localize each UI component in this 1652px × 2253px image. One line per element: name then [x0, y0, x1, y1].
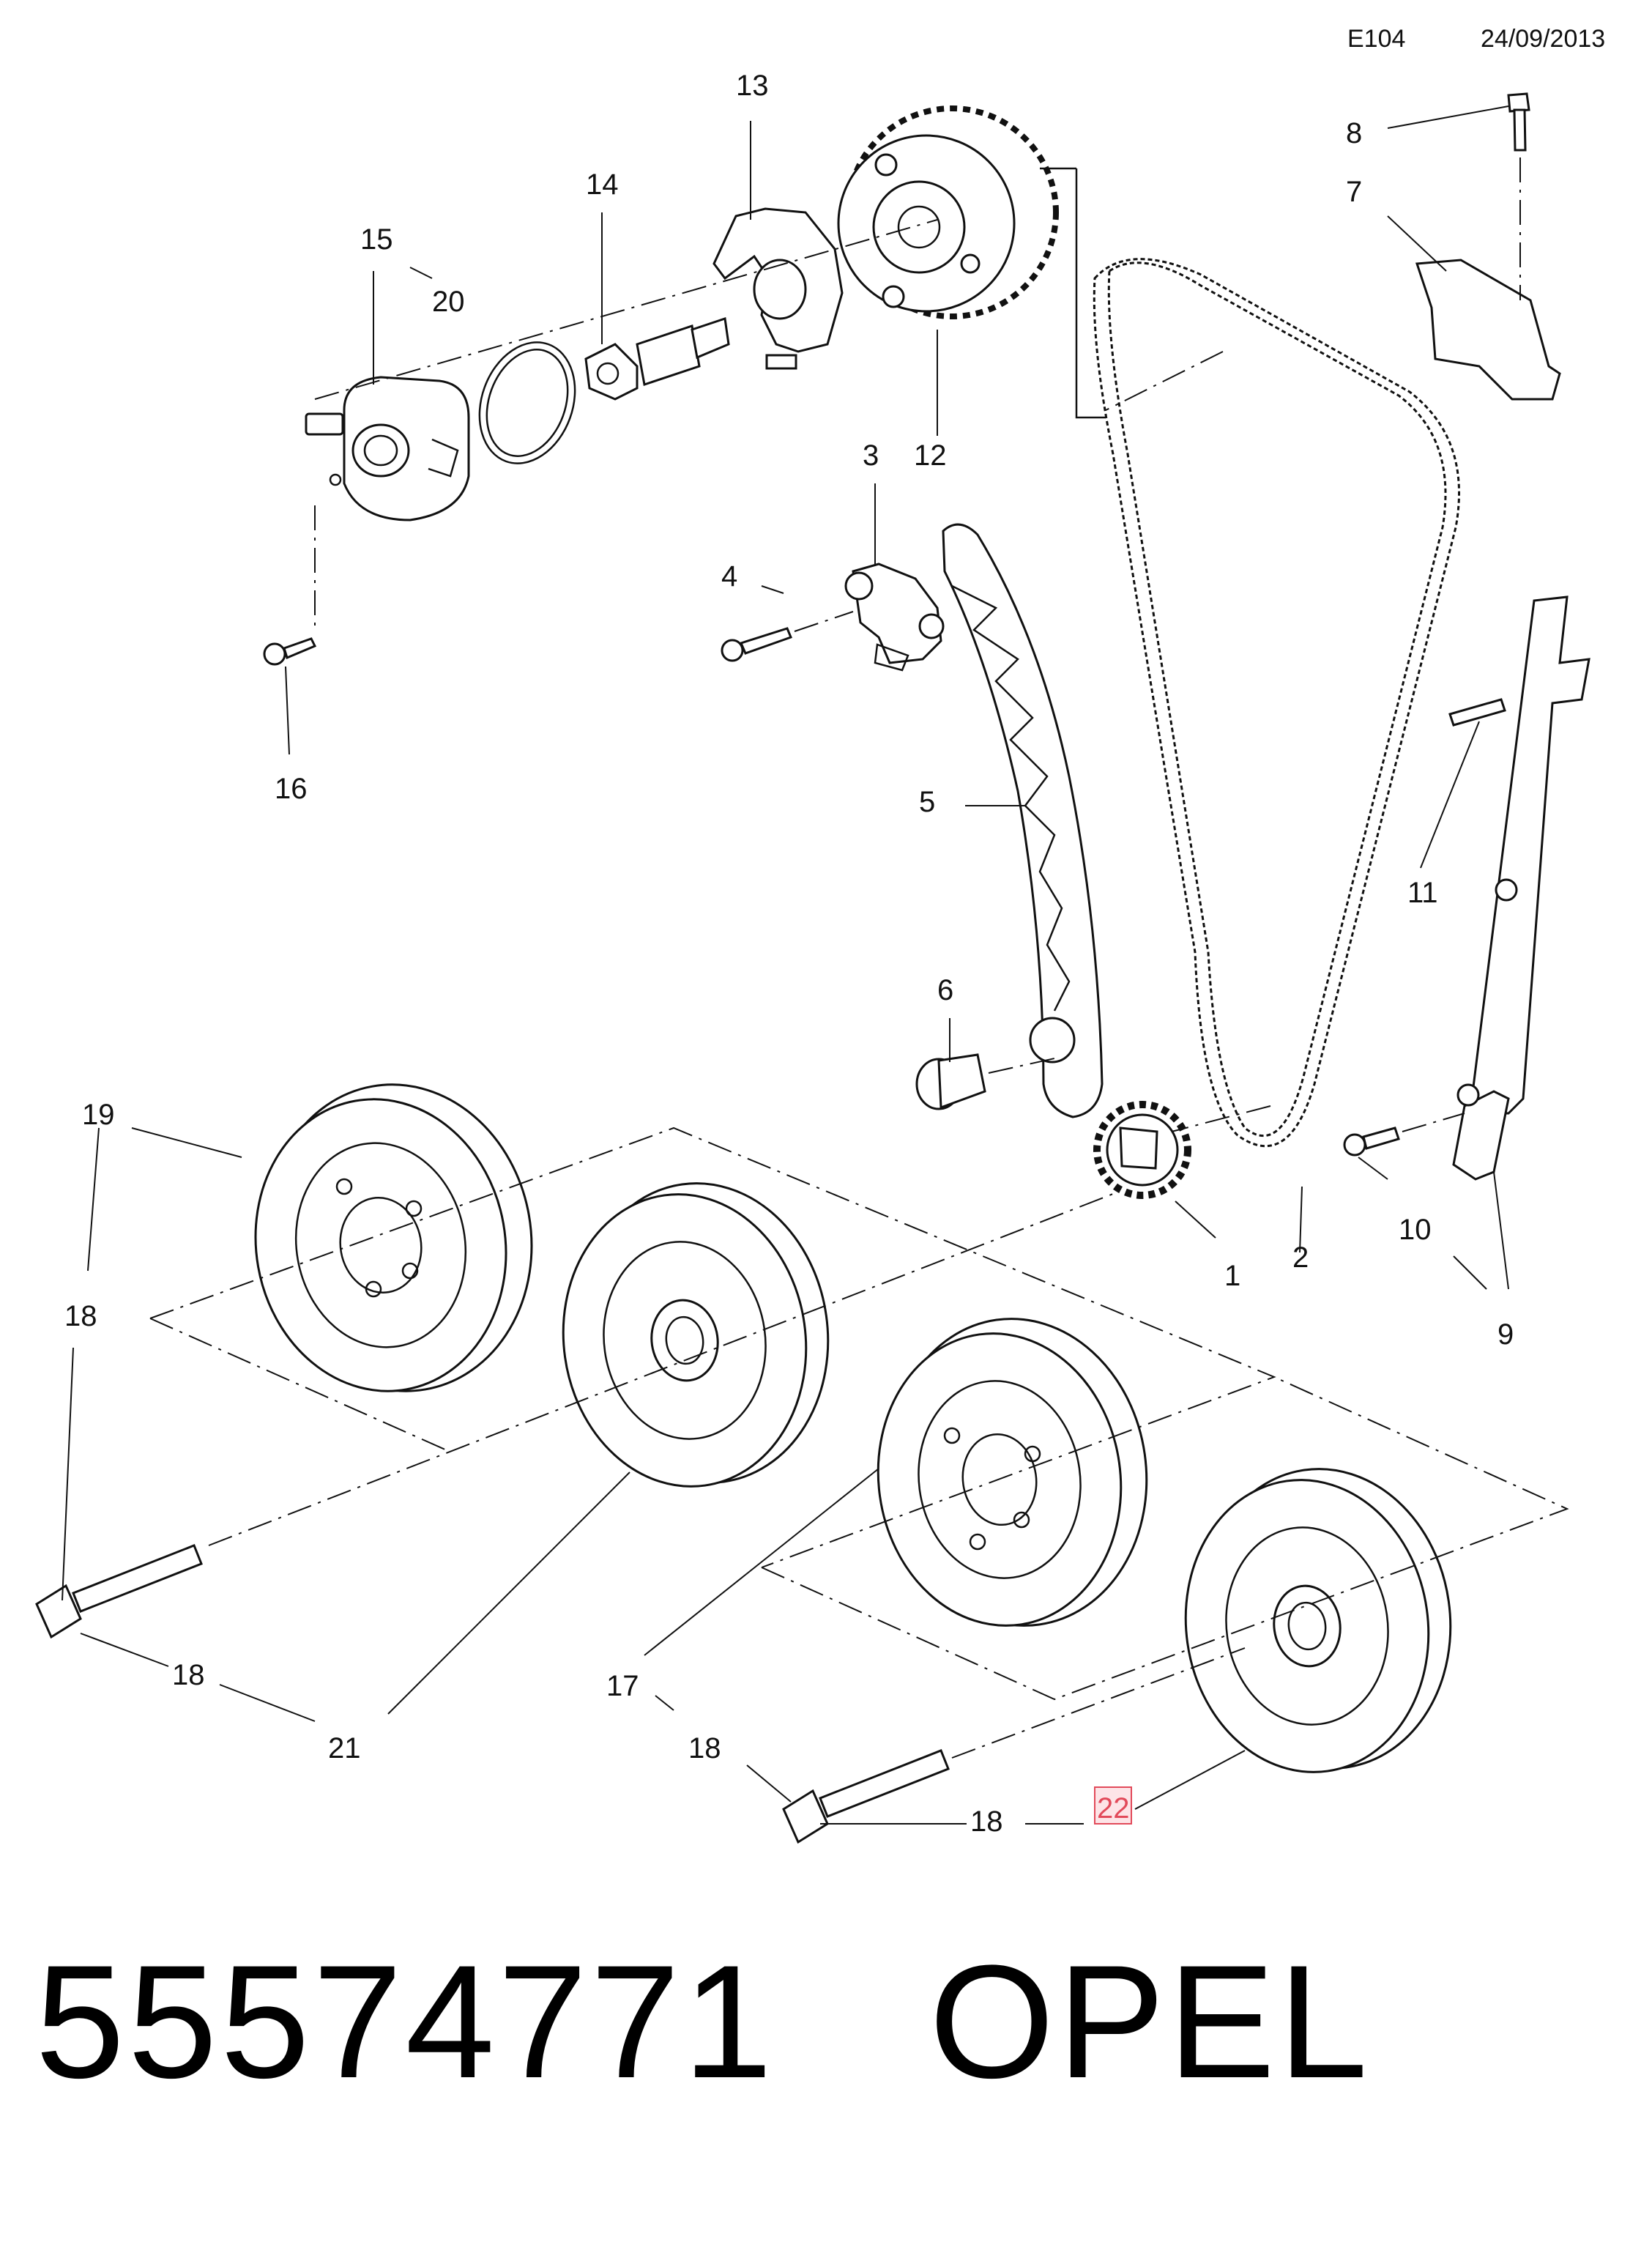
- callout-20: 20: [432, 286, 465, 318]
- callout-9: 9: [1497, 1318, 1514, 1351]
- callout-2: 2: [1292, 1241, 1309, 1274]
- callout-13: 13: [736, 70, 769, 102]
- fixed-guide-rail: [1452, 595, 1590, 1181]
- callout-6: 6: [937, 974, 953, 1006]
- actuator-housing: [305, 376, 470, 522]
- callout-8: 8: [1346, 117, 1362, 149]
- callout-18-d: 18: [970, 1805, 1003, 1838]
- callout-21: 21: [328, 1732, 361, 1764]
- o-ring: [478, 341, 576, 464]
- highlight-box-22: [1094, 1786, 1132, 1825]
- callout-15: 15: [360, 223, 393, 256]
- bolt-8: [1507, 92, 1530, 152]
- callout-4: 4: [721, 560, 737, 593]
- dowel-pin: [1448, 698, 1506, 727]
- pulley-19: [254, 1083, 533, 1392]
- diagram-date: 24/09/2013: [1481, 25, 1606, 53]
- pivot-pin: [915, 1053, 986, 1110]
- pulley-bolt-right: [782, 1749, 950, 1844]
- callout-19: 19: [82, 1099, 115, 1131]
- seal-plate: [712, 207, 844, 370]
- part-number: 55574771: [35, 1931, 775, 2112]
- bolt-10: [1343, 1126, 1400, 1157]
- leader-lines: [62, 105, 1509, 1825]
- callout-16: 16: [275, 773, 308, 805]
- tensioner-bracket: [1415, 259, 1561, 401]
- chain-tensioner: [844, 563, 945, 672]
- pulley-21: [562, 1182, 830, 1488]
- crankshaft-sprocket: [1093, 1101, 1191, 1199]
- callout-5: 5: [919, 786, 935, 818]
- bolt-16: [263, 637, 317, 666]
- callout-17: 17: [606, 1670, 639, 1702]
- exploded-view-drawing: 13 14 15 20 12 3 4 5 6 16 8 7 11 10 9 2 …: [35, 70, 1590, 1844]
- brand-name: OPEL: [929, 1931, 1371, 2112]
- bolt-4: [721, 627, 792, 662]
- callout-18-c: 18: [688, 1732, 721, 1764]
- camshaft-adjuster: [837, 105, 1059, 319]
- diagram-code: E104: [1347, 25, 1406, 53]
- pulley-22: [1184, 1468, 1452, 1773]
- solenoid-valve: [584, 317, 730, 401]
- pulley-17: [877, 1318, 1148, 1627]
- callout-22: 22: [1097, 1792, 1130, 1825]
- callout-12: 12: [914, 439, 947, 472]
- callout-18-b: 18: [172, 1659, 205, 1691]
- timing-chain: [1093, 258, 1461, 1148]
- pulley-bolt-left: [35, 1544, 203, 1639]
- callout-18-a: 18: [64, 1300, 97, 1332]
- callout-7: 7: [1346, 176, 1362, 208]
- guide-rail: [942, 523, 1104, 1118]
- callout-3: 3: [863, 439, 879, 472]
- callout-14: 14: [586, 168, 619, 201]
- callout-10: 10: [1399, 1214, 1432, 1246]
- callout-11: 11: [1407, 877, 1438, 909]
- callout-1: 1: [1224, 1260, 1240, 1292]
